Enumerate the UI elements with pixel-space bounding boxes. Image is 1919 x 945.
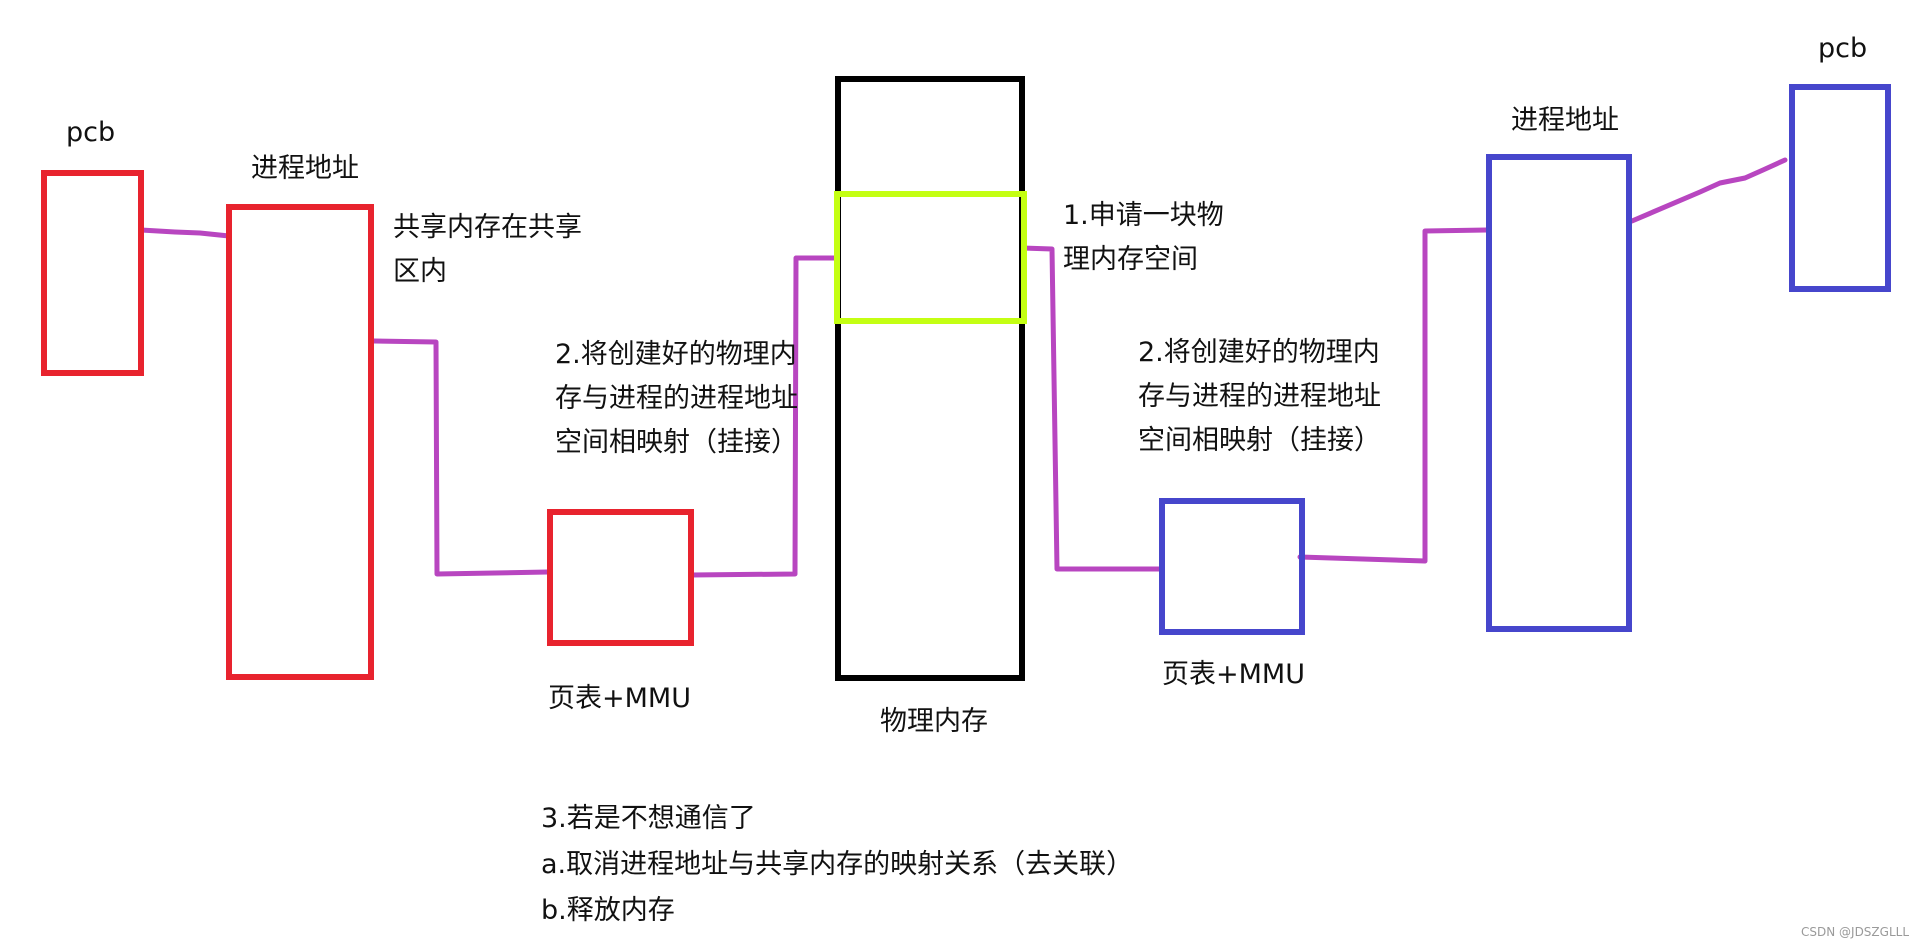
left-pcb-label: pcb — [66, 117, 116, 148]
right-mapping-note-line-2: 存与进程的进程地址 — [1138, 381, 1381, 412]
left-shared-note-line-2: 区内 — [393, 256, 447, 287]
left-process-address-box — [226, 204, 374, 680]
left-pagetable-mmu-label: 页表+MMU — [548, 683, 691, 714]
csdn-watermark: CSDN @JDSZGLLL — [1801, 925, 1909, 939]
alloc-note-line-1: 1.申请一块物 — [1063, 200, 1224, 231]
right-process-address-box — [1486, 154, 1632, 632]
left-mapping-note-line-3: 空间相映射（挂接） — [555, 427, 798, 458]
right-mapping-note-line-1: 2.将创建好的物理内 — [1138, 337, 1380, 368]
right-process-address-label: 进程地址 — [1511, 105, 1619, 136]
connector-left-pcb-to-addr — [138, 227, 232, 239]
left-mapping-note-line-1: 2.将创建好的物理内 — [555, 339, 797, 370]
bottom-note-line-1: 3.若是不想通信了 — [541, 803, 756, 834]
left-process-address-label: 进程地址 — [251, 153, 359, 184]
connector-right-pagetable-to-addr — [1297, 227, 1490, 564]
right-mapping-note-line-3: 空间相映射（挂接） — [1138, 425, 1381, 456]
right-pcb-box — [1789, 84, 1891, 292]
left-shared-note-line-1: 共享内存在共享 — [393, 212, 582, 243]
connector-right-addr-to-pcb — [1629, 157, 1788, 224]
left-pagetable-mmu-box — [547, 509, 694, 646]
physical-memory-box — [835, 76, 1025, 681]
bottom-note-line-2: a.取消进程地址与共享内存的映射关系（去关联） — [541, 849, 1134, 880]
left-mapping-note-line-2: 存与进程的进程地址 — [555, 383, 798, 414]
connector-memory-to-right-pagetable — [1019, 245, 1163, 572]
right-pagetable-mmu-box — [1159, 498, 1305, 635]
connector-left-pagetable-to-memory — [688, 255, 840, 578]
alloc-note-line-2: 理内存空间 — [1063, 244, 1198, 275]
bottom-note-line-3: b.释放内存 — [541, 895, 675, 926]
left-pcb-box — [41, 170, 144, 376]
physical-memory-label: 物理内存 — [880, 706, 988, 737]
shared-memory-region — [834, 191, 1027, 324]
connector-left-addr-to-pagetable — [371, 338, 551, 577]
right-pcb-label: pcb — [1818, 33, 1868, 64]
right-pagetable-mmu-label: 页表+MMU — [1162, 659, 1305, 690]
